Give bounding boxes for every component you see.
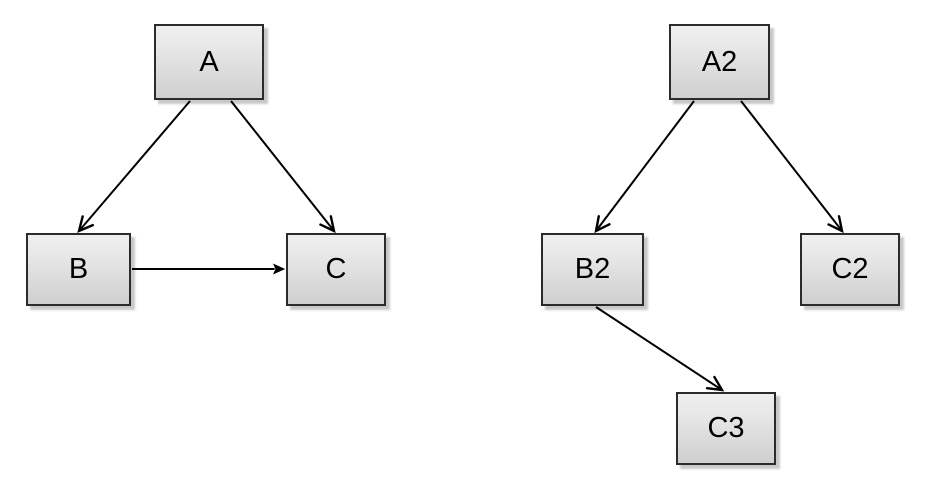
edge-a2-c2[interactable] [740,100,844,234]
edge-line [79,100,191,231]
node-b2[interactable]: B2 [541,233,644,306]
edge-a2-b2[interactable] [594,100,695,234]
node-label-a2: A2 [701,45,738,78]
node-c3[interactable]: C3 [676,392,776,465]
node-b[interactable]: B [26,233,131,306]
node-label-c2: C2 [831,253,869,285]
arrowhead-open [319,215,336,234]
node-label-b: B [68,253,89,285]
arrowhead-open [77,215,94,234]
arrowhead-open [827,215,844,234]
edge-a-c[interactable] [230,100,336,234]
node-label-c3: C3 [707,412,745,444]
edge-line [230,100,334,231]
edge-line [595,306,721,390]
arrowhead-filled [272,263,286,275]
edge-line [596,100,695,231]
edge-line [740,100,842,231]
node-label-b2: B2 [574,253,611,285]
node-c[interactable]: C [286,233,386,306]
node-label-a: A [199,45,219,78]
arrowhead-open [594,215,611,234]
node-c2[interactable]: C2 [800,233,900,306]
node-label-c: C [325,253,347,285]
edge-a-b[interactable] [77,100,191,234]
node-a2[interactable]: A2 [669,24,770,100]
arrowhead-open [705,375,725,392]
edge-b2-c3[interactable] [595,306,725,392]
edge-b-c[interactable] [132,263,286,275]
node-a[interactable]: A [154,24,264,100]
